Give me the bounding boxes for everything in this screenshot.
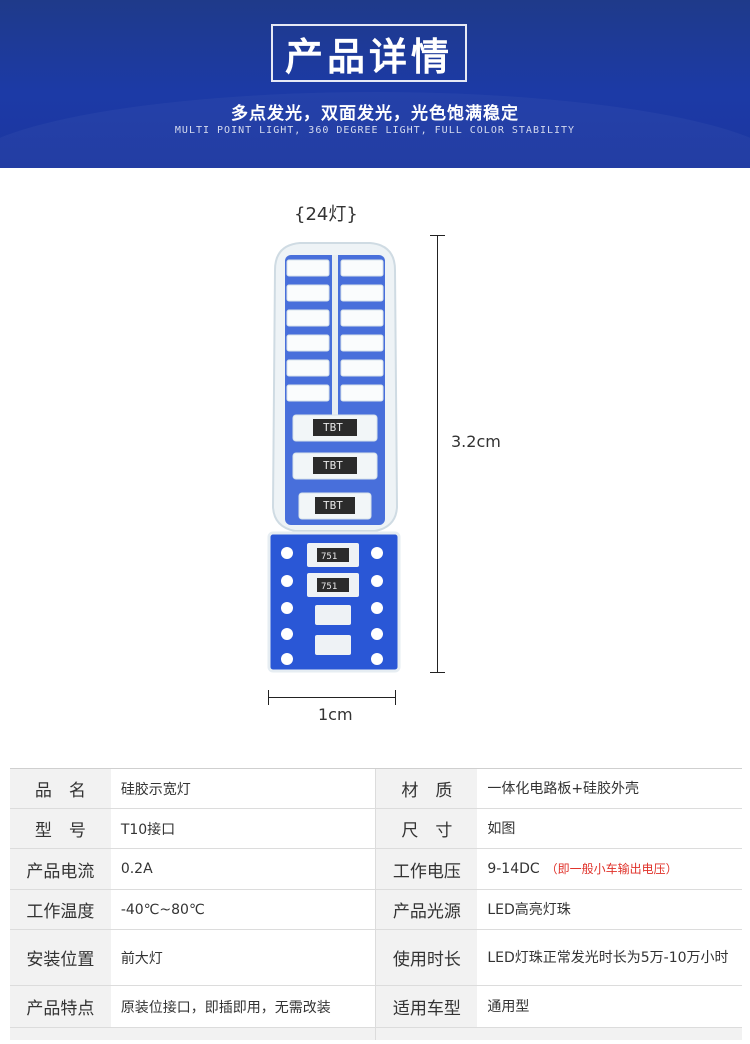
spec-key: 工作温度 <box>10 889 111 930</box>
spec-key: 使用时长 <box>375 929 478 986</box>
spec-value: 原装位接口，即插即用，无需改装 <box>110 985 376 1028</box>
base-contacts-right <box>371 547 383 665</box>
spec-key: 安装位置 <box>10 929 111 986</box>
spec-value: LED高亮灯珠 <box>477 889 742 930</box>
spec-value: LED灯珠正常发光时长为5万-10万小时 <box>477 929 742 986</box>
spec-key: 材 质 <box>375 768 478 809</box>
title-frame: 产品详情 <box>271 24 467 82</box>
spec-value: 前大灯 <box>110 929 376 986</box>
spec-value-with-note: 9-14DC （即一般小车输出电压） <box>477 848 742 890</box>
height-label: 3.2cm <box>451 432 501 451</box>
height-dimension-line <box>437 235 438 672</box>
pcb-base <box>267 531 401 673</box>
spec-row-empty <box>10 1027 742 1040</box>
spec-key: 产品特点 <box>10 985 111 1028</box>
base-contacts-left <box>281 547 293 665</box>
spec-key: 品 名 <box>10 768 111 809</box>
subtitle-chinese: 多点发光，双面发光，光色饱满稳定 <box>231 104 519 124</box>
led-chips-left <box>286 259 330 402</box>
spec-row: 安装位置 前大灯 使用时长 LED灯珠正常发光时长为5万-10万小时 <box>10 929 742 986</box>
chip-label-1: TBT <box>323 421 343 434</box>
spec-value: 0.2A <box>110 848 376 890</box>
spec-key: 产品电流 <box>10 848 111 890</box>
chip-label-3: TBT <box>323 499 343 512</box>
spec-table: 品 名 硅胶示宽灯 材 质 一体化电路板+硅胶外壳 型 号 T10接口 尺 寸 … <box>10 768 742 1040</box>
chip-label-2: TBT <box>323 459 343 472</box>
chip-label-4: 751 <box>321 552 337 562</box>
spec-key: 适用车型 <box>375 985 478 1028</box>
width-dimension-cap-left <box>268 690 269 705</box>
pcb-divider <box>332 255 338 420</box>
spec-value: 通用型 <box>477 985 742 1028</box>
voltage-value: 9-14DC <box>487 861 540 877</box>
base-components <box>307 543 359 655</box>
spec-row: 品 名 硅胶示宽灯 材 质 一体化电路板+硅胶外壳 <box>10 768 742 809</box>
spec-value: 一体化电路板+硅胶外壳 <box>477 768 742 809</box>
spec-key: 工作电压 <box>375 848 478 890</box>
variant-label: {24灯} <box>294 204 358 225</box>
spec-row: 产品电流 0.2A 工作电压 9-14DC （即一般小车输出电压） <box>10 848 742 890</box>
spec-value: 硅胶示宽灯 <box>110 768 376 809</box>
led-chips-right <box>340 259 384 402</box>
voltage-note: （即一般小车输出电压） <box>545 862 678 876</box>
spec-row: 工作温度 -40℃~80℃ 产品光源 LED高亮灯珠 <box>10 889 742 930</box>
spec-key: 产品光源 <box>375 889 478 930</box>
width-dimension-line <box>268 697 395 698</box>
subtitle-english: MULTI POINT LIGHT, 360 DEGREE LIGHT, FUL… <box>174 125 576 136</box>
led-bulb-image: TBT TBT TBT 751 751 <box>255 235 415 680</box>
header-banner: 产品详情 多点发光，双面发光，光色饱满稳定 MULTI POINT LIGHT,… <box>0 0 750 168</box>
height-dimension-cap-bottom <box>430 672 445 673</box>
led-bulb-drawing: TBT TBT TBT 751 751 <box>267 242 401 673</box>
width-dimension-cap-right <box>395 690 396 705</box>
height-dimension-cap-top <box>430 235 445 236</box>
resistor-pads <box>292 414 378 520</box>
width-label: 1cm <box>318 705 353 724</box>
spec-value: 如图 <box>477 808 742 849</box>
chip-label-5: 751 <box>321 582 337 592</box>
spec-key: 尺 寸 <box>375 808 478 849</box>
spec-row: 产品特点 原装位接口，即插即用，无需改装 适用车型 通用型 <box>10 985 742 1028</box>
spec-row: 型 号 T10接口 尺 寸 如图 <box>10 808 742 849</box>
spec-value: T10接口 <box>110 808 376 849</box>
page-title: 产品详情 <box>284 34 453 79</box>
spec-value: -40℃~80℃ <box>110 889 376 930</box>
spec-key: 型 号 <box>10 808 111 849</box>
